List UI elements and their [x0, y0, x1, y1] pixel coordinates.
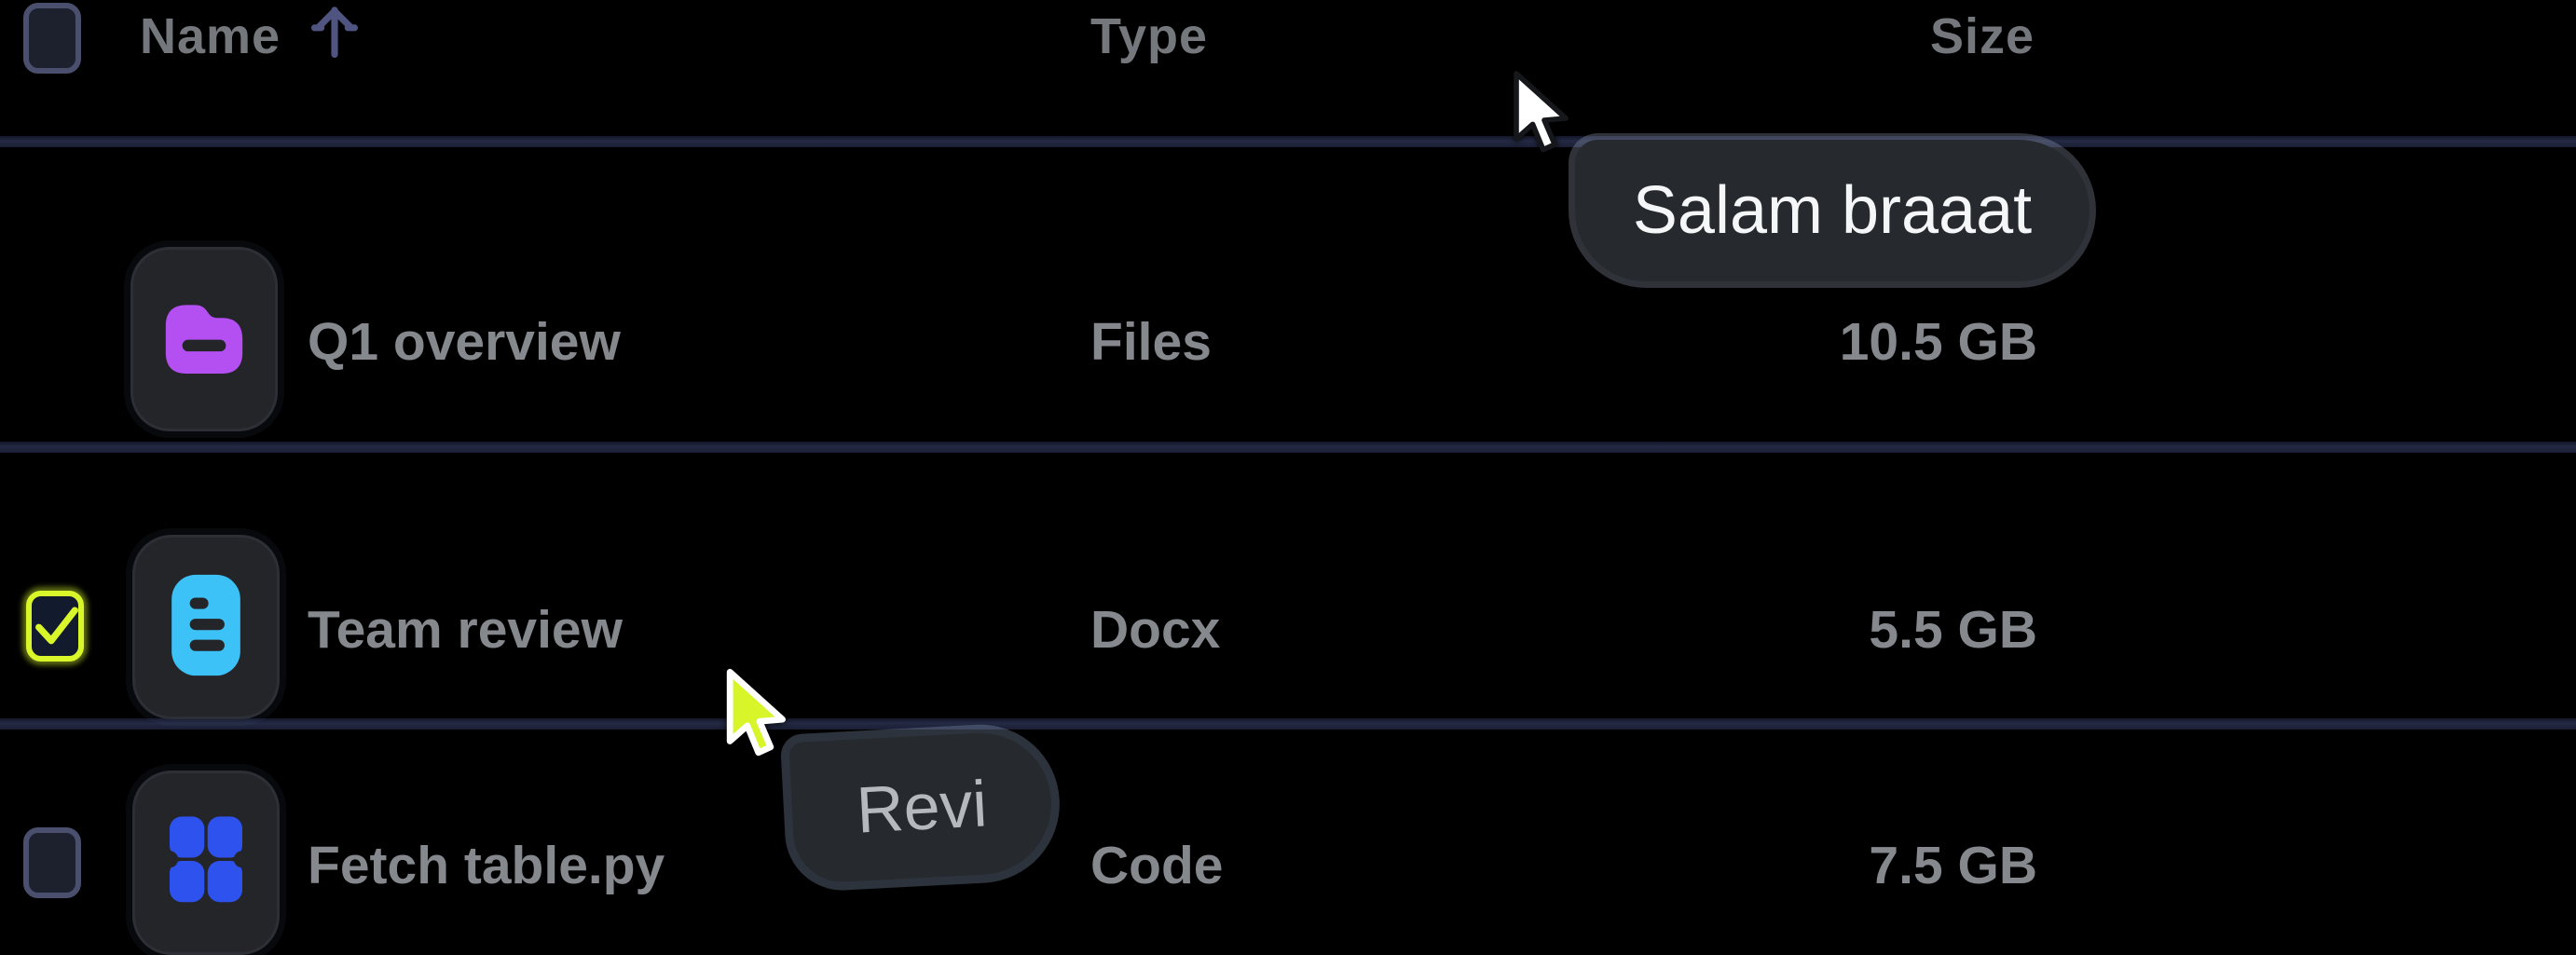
collaborator-label: Revi — [788, 729, 1055, 885]
file-type: Code — [1090, 836, 1224, 895]
file-size: 7.5 GB — [1869, 836, 2037, 895]
file-icon-tile — [132, 771, 280, 955]
row-divider — [0, 442, 2576, 453]
folder-icon — [156, 280, 253, 399]
file-name: Fetch table.py — [308, 836, 665, 895]
file-size: 10.5 GB — [1839, 312, 2037, 372]
collaborator-name: Salam braaat — [1632, 173, 2033, 248]
file-type: Files — [1090, 312, 1212, 372]
select-all-checkbox[interactable] — [23, 3, 81, 74]
column-header-type[interactable]: Type — [1090, 8, 1209, 64]
collaborator-cursor-white — [1498, 65, 1591, 168]
row-checkbox-checked[interactable] — [26, 591, 84, 662]
file-name: Q1 overview — [308, 312, 621, 372]
column-header-name[interactable]: Name — [140, 8, 281, 64]
row-checkbox[interactable] — [23, 827, 81, 898]
file-table-screen: { "table": { "header": { "name_label": "… — [0, 3, 2576, 955]
file-icon-tile — [132, 535, 280, 719]
sort-ascending-icon[interactable] — [308, 6, 362, 68]
file-icon-tile — [130, 247, 278, 431]
code-icon — [158, 804, 254, 922]
file-size: 5.5 GB — [1869, 600, 2037, 660]
row-divider — [0, 136, 2576, 147]
collaborator-cursor-yellow — [710, 663, 809, 771]
file-name: Team review — [308, 600, 623, 660]
collaborator-label: Salam braaat — [1575, 140, 2090, 281]
file-type: Docx — [1090, 600, 1221, 660]
collaborator-name: Revi — [855, 767, 989, 847]
row-divider — [0, 718, 2576, 730]
column-header-size[interactable]: Size — [1930, 8, 2035, 64]
document-icon — [158, 568, 254, 687]
